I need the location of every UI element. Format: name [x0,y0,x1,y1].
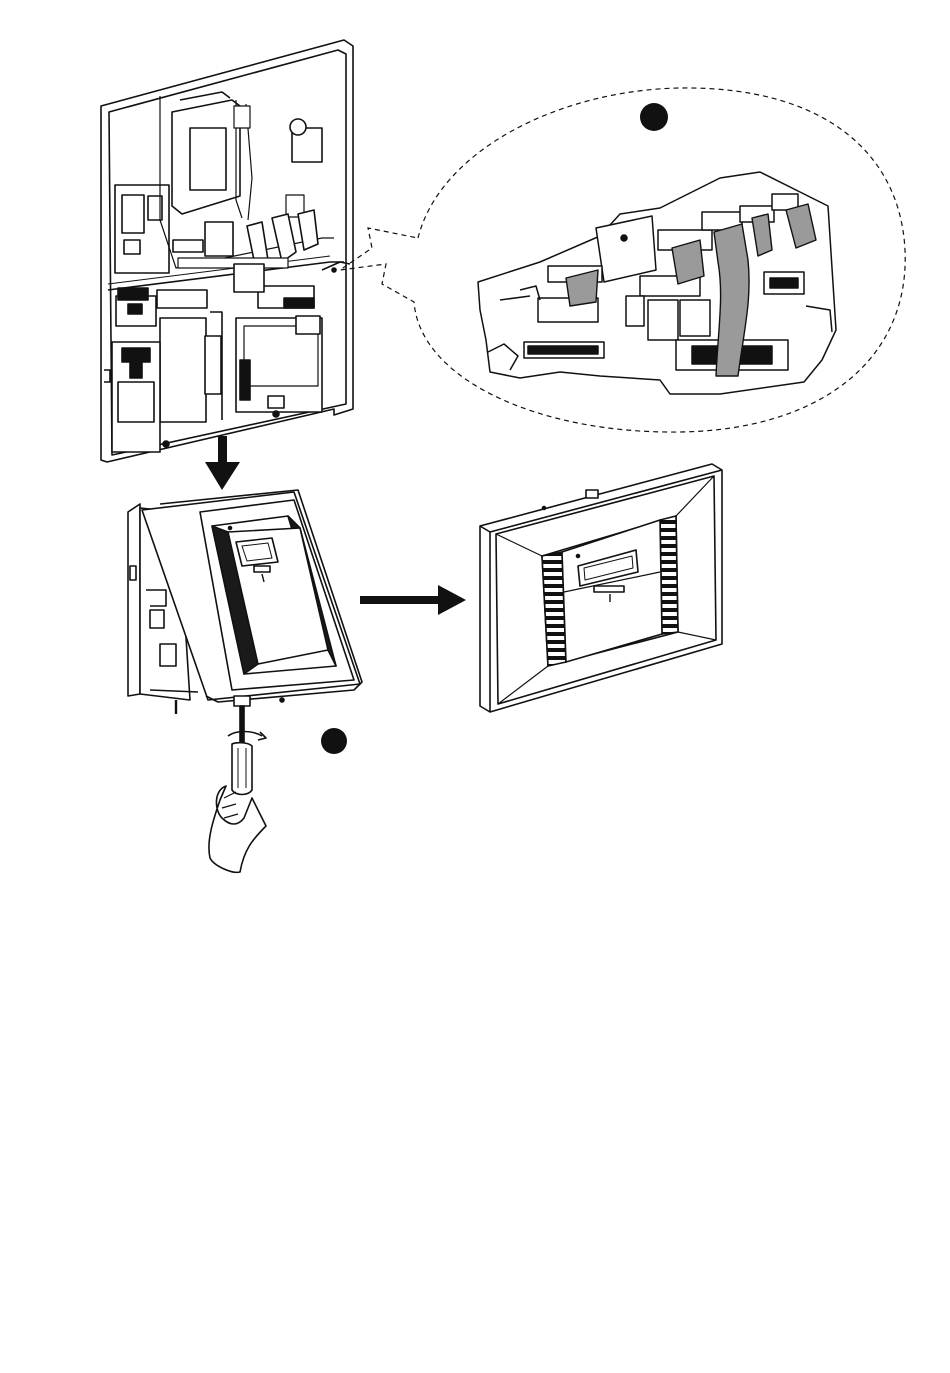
detail-callout-ribbon-cables [340,88,905,432]
arrow-down [205,436,240,490]
closing-cover-with-screwdriver [128,490,362,872]
closed-unit [480,464,722,712]
arrow-right [360,585,466,615]
step-marker-bottom [321,728,347,754]
ribbon-cable-2 [672,240,704,284]
step-marker-top [640,103,668,131]
open-housing-with-pcb [101,40,353,462]
